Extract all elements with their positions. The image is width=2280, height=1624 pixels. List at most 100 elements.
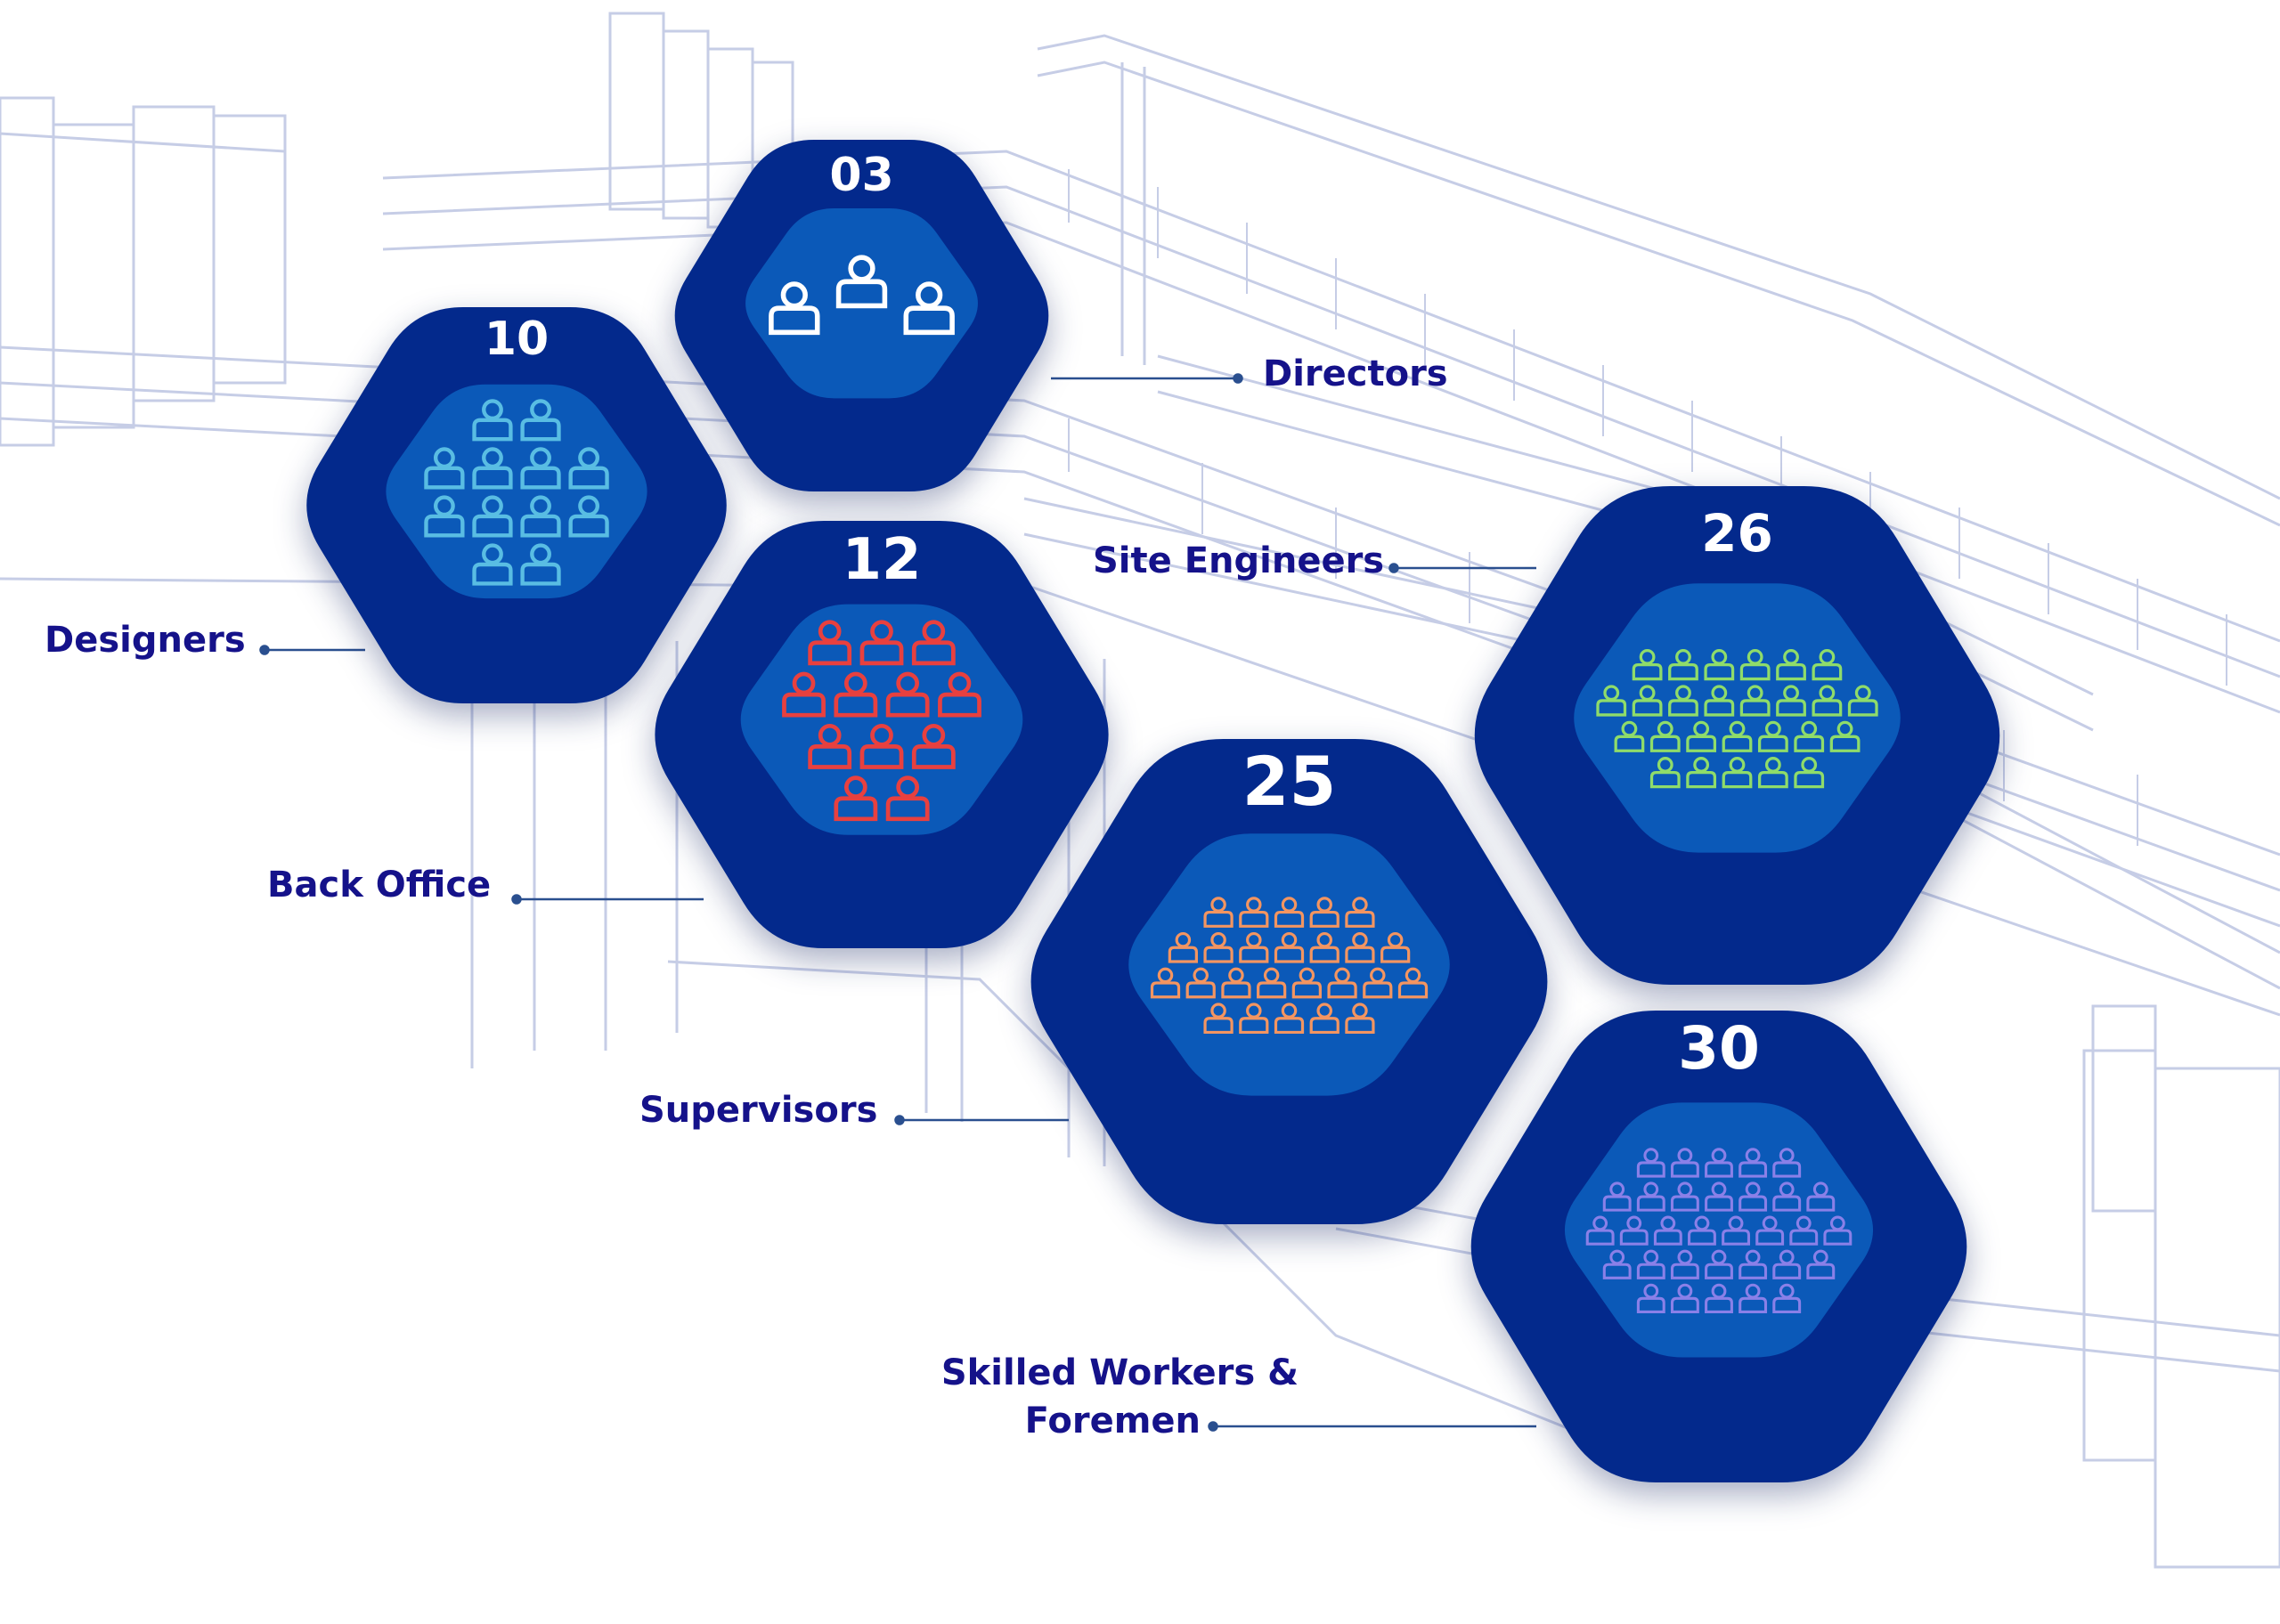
person-outline-icon: [911, 620, 956, 666]
person-outline-icon: [1776, 685, 1806, 717]
label-skilled-workers-line1: Skilled Workers &: [940, 1352, 1299, 1393]
person-outline-icon: [472, 399, 513, 442]
person-outline-icon: [424, 495, 465, 538]
people-icons: [782, 620, 981, 822]
hex-directors: 03: [664, 140, 1060, 491]
person-outline-icon: [520, 495, 561, 538]
person-outline-icon: [859, 723, 904, 769]
person-outline-icon: [1705, 1283, 1733, 1313]
person-outline-icon: [834, 775, 878, 822]
person-outline-icon: [1602, 1249, 1632, 1279]
person-outline-icon: [1636, 1181, 1665, 1212]
person-outline-icon: [1636, 1283, 1665, 1313]
person-outline-icon: [1653, 1215, 1682, 1246]
person-outline-icon: [1772, 1249, 1802, 1279]
person-outline-icon: [1688, 1215, 1716, 1246]
person-outline-icon: [1776, 648, 1806, 681]
person-outline-icon: [1722, 757, 1753, 789]
hex-shape: [674, 140, 1049, 491]
count-back-office: 12: [842, 527, 922, 593]
person-outline-icon: [1309, 897, 1340, 928]
person-outline-icon: [424, 447, 465, 490]
person-outline-icon: [520, 399, 561, 442]
hex-inner: [386, 384, 647, 599]
people-icons: [424, 399, 609, 586]
person-outline-icon: [1203, 1003, 1234, 1035]
person-outline-icon: [1257, 967, 1287, 999]
people-icons: [1150, 897, 1429, 1035]
hex-inner: [1574, 583, 1901, 853]
person-outline-icon: [1632, 648, 1663, 681]
person-outline-icon: [520, 543, 561, 586]
person-outline-icon: [1705, 1148, 1733, 1178]
person-outline-icon: [1806, 1181, 1836, 1212]
person-outline-icon: [1829, 720, 1861, 752]
person-outline-icon: [1649, 757, 1681, 789]
person-outline-icon: [1649, 720, 1681, 752]
person-outline-icon: [1794, 720, 1825, 752]
person-outline-icon: [1757, 720, 1788, 752]
person-outline-icon: [1772, 1181, 1802, 1212]
hex-site-engineers: 26: [1459, 486, 2015, 985]
person-outline-icon: [1705, 1181, 1733, 1212]
person-outline-icon: [1704, 685, 1735, 717]
person-outline-icon: [1614, 720, 1645, 752]
hex-skilled-workers: 30: [1456, 1011, 1982, 1482]
label-designers: Designers: [45, 620, 246, 661]
label-back-office: Back Office: [267, 865, 492, 905]
person-outline-icon: [1203, 931, 1234, 963]
people-icons: [1585, 1148, 1852, 1313]
person-outline-icon: [1739, 648, 1771, 681]
person-outline-icon: [1686, 757, 1717, 789]
person-outline-icon: [834, 671, 878, 718]
person-outline-icon: [1168, 931, 1198, 963]
person-outline-icon: [1380, 931, 1411, 963]
person-outline-icon: [1602, 1181, 1632, 1212]
person-outline-icon: [1309, 931, 1340, 963]
person-outline-icon: [835, 255, 888, 309]
person-outline-icon: [1812, 685, 1843, 717]
person-outline-icon: [1847, 685, 1878, 717]
person-outline-icon: [472, 543, 513, 586]
person-outline-icon: [1619, 1215, 1649, 1246]
count-skilled-workers: 30: [1678, 1014, 1760, 1083]
person-outline-icon: [1722, 720, 1753, 752]
hex-shape: [1474, 486, 2000, 985]
hex-shape: [1470, 1011, 1967, 1482]
count-directors: 03: [829, 149, 894, 202]
person-outline-icon: [1668, 648, 1698, 681]
person-outline-icon: [1596, 685, 1627, 717]
person-outline-icon: [911, 723, 956, 769]
person-outline-icon: [1704, 648, 1735, 681]
hex-designers: 10: [294, 307, 739, 703]
person-outline-icon: [1636, 1148, 1665, 1178]
person-outline-icon: [1239, 931, 1269, 963]
person-outline-icon: [1670, 1249, 1699, 1279]
label-site-engineers: Site Engineers: [1093, 540, 1385, 581]
person-outline-icon: [1636, 1249, 1665, 1279]
hex-shape: [306, 307, 727, 703]
person-outline-icon: [1670, 1283, 1699, 1313]
person-outline-icon: [1722, 1215, 1750, 1246]
person-outline-icon: [472, 447, 513, 490]
person-outline-icon: [1738, 1181, 1768, 1212]
people-icons: [769, 255, 955, 336]
label-skilled-workers-line2: Foremen: [1024, 1401, 1201, 1441]
person-outline-icon: [1203, 897, 1234, 928]
count-supervisors: 25: [1242, 742, 1337, 821]
person-outline-icon: [568, 447, 609, 490]
person-outline-icon: [1794, 757, 1825, 789]
person-outline-icon: [1345, 1003, 1375, 1035]
person-outline-icon: [1274, 1003, 1305, 1035]
person-outline-icon: [769, 281, 820, 336]
person-outline-icon: [1274, 931, 1305, 963]
label-skilled-workers: Skilled Workers & Foremen: [891, 1349, 1299, 1445]
hex-shape: [655, 521, 1109, 948]
person-outline-icon: [1738, 1148, 1768, 1178]
person-outline-icon: [1772, 1283, 1802, 1313]
person-outline-icon: [808, 620, 852, 666]
person-outline-icon: [938, 671, 981, 718]
person-outline-icon: [568, 495, 609, 538]
person-outline-icon: [1185, 967, 1216, 999]
person-outline-icon: [520, 447, 561, 490]
